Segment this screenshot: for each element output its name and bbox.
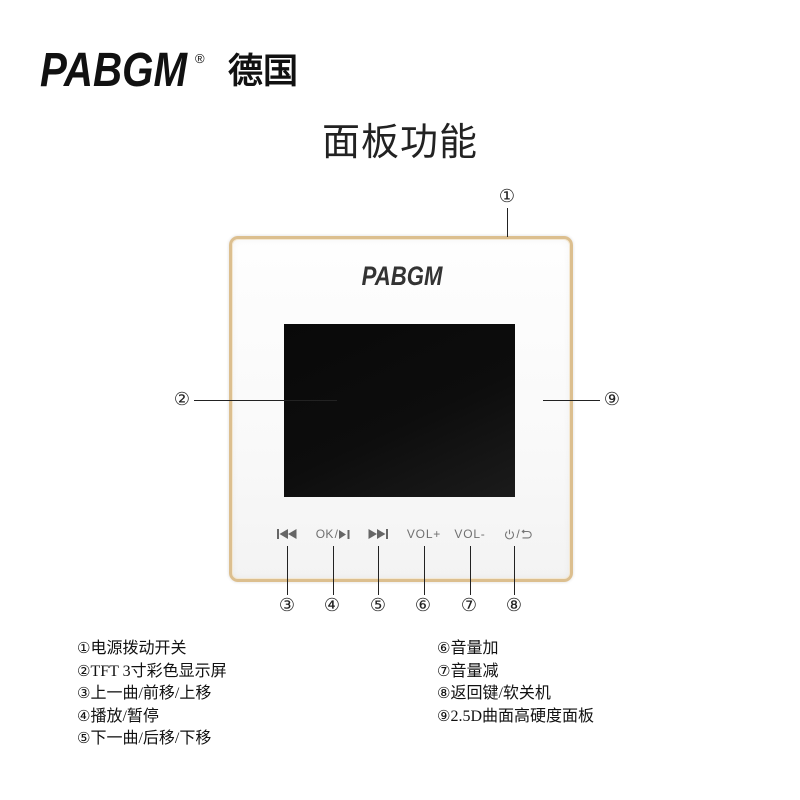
legend-right-column: ⑥音量加 ⑦音量减 ⑧返回键/软关机 ⑨2.5D曲面高硬度面板 <box>437 637 594 727</box>
play-pause-icon <box>339 529 350 539</box>
legend-item: ⑤下一曲/后移/下移 <box>77 727 227 750</box>
legend-number: ⑤ <box>77 729 91 747</box>
legend-number: ⑧ <box>437 684 451 702</box>
legend-number: ② <box>77 661 91 680</box>
callout-line-8 <box>514 546 515 595</box>
callout-line-2 <box>194 400 337 401</box>
legend-item: ⑦音量减 <box>437 660 594 683</box>
legend-item: ⑥音量加 <box>437 637 594 660</box>
legend-item: ②TFT 3寸彩色显示屏 <box>77 660 227 683</box>
callout-2: ② <box>173 389 191 410</box>
legend-number: ① <box>77 639 91 657</box>
legend-number: ⑨ <box>437 706 451 725</box>
callout-line-4 <box>333 546 334 595</box>
legend-text: TFT 3寸彩色显示屏 <box>90 662 227 680</box>
registered-mark: ® <box>195 51 205 66</box>
legend-text: 播放/暂停 <box>90 707 159 725</box>
legend-text: 2.5D曲面高硬度面板 <box>450 707 595 725</box>
legend-item: ①电源拨动开关 <box>77 637 227 660</box>
callout-4: ④ <box>323 595 341 616</box>
previous-button <box>265 526 309 542</box>
next-button <box>356 526 400 542</box>
callout-line-5 <box>378 546 379 595</box>
legend-item: ⑧返回键/软关机 <box>437 682 594 705</box>
legend-text: 音量减 <box>450 662 499 680</box>
legend-text: 返回键/软关机 <box>450 685 551 702</box>
legend-text: 下一曲/后移/下移 <box>90 730 212 747</box>
legend-item: ⑨2.5D曲面高硬度面板 <box>437 705 594 728</box>
legend-text: 上一曲/前移/上移 <box>90 685 212 702</box>
volume-down-label: VOL- <box>454 527 486 541</box>
skip-next-icon <box>368 529 388 539</box>
ok-label: OK <box>315 527 334 541</box>
callout-8: ⑧ <box>505 595 523 616</box>
volume-down-button: VOL- <box>448 526 492 542</box>
legend-number: ④ <box>77 706 91 725</box>
volume-up-label: VOL+ <box>406 527 442 541</box>
legend-item: ④播放/暂停 <box>77 705 227 728</box>
page-title: 面板功能 <box>321 120 478 164</box>
callout-6: ⑥ <box>414 595 432 616</box>
legend-item: ③上一曲/前移/上移 <box>77 682 227 705</box>
callout-1: ① <box>498 186 516 207</box>
callout-5: ⑤ <box>369 595 387 616</box>
tft-screen <box>284 324 515 497</box>
callout-3: ③ <box>278 595 296 616</box>
brand-logo: PABGM <box>40 44 188 97</box>
power-separator: / <box>516 527 520 541</box>
callout-9: ⑨ <box>603 389 621 410</box>
callout-line-3 <box>287 546 288 595</box>
power-back-button: / <box>496 526 540 542</box>
callout-line-9 <box>543 400 600 401</box>
legend-text: 音量加 <box>450 640 499 657</box>
power-icon <box>505 529 515 539</box>
skip-previous-icon <box>277 529 297 539</box>
return-icon <box>521 528 532 538</box>
panel-logo: PABGM <box>361 261 443 291</box>
callout-line-7 <box>470 546 471 595</box>
callout-line-1 <box>507 208 508 237</box>
callout-7: ⑦ <box>460 595 478 616</box>
ok-separator: / <box>334 527 339 541</box>
volume-up-button: VOL+ <box>402 526 446 542</box>
ok-play-pause-button: OK / <box>311 526 355 542</box>
legend-number: ⑥ <box>437 639 451 657</box>
callout-line-6 <box>424 546 425 595</box>
legend-number: ③ <box>77 684 91 702</box>
legend-number: ⑦ <box>437 661 451 680</box>
legend-left-column: ①电源拨动开关 ②TFT 3寸彩色显示屏 ③上一曲/前移/上移 ④播放/暂停 ⑤… <box>77 637 227 750</box>
legend-text: 电源拨动开关 <box>90 640 187 657</box>
brand-country: 德国 <box>228 52 299 92</box>
